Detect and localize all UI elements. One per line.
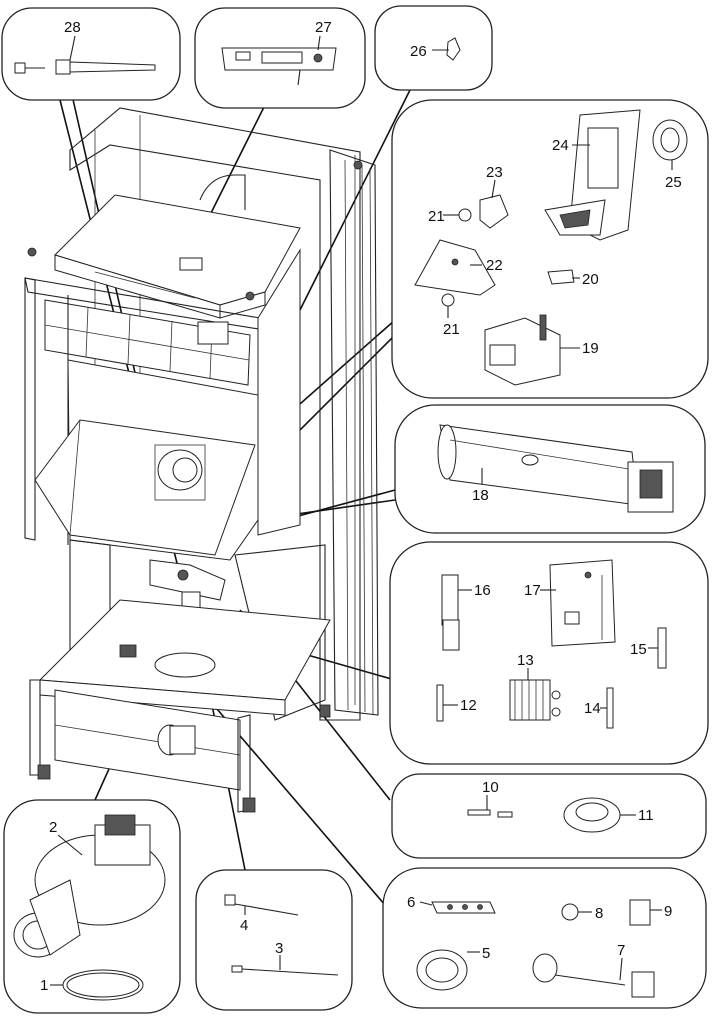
callout-10: 10 — [482, 779, 499, 796]
callout-3: 3 — [275, 940, 283, 957]
callout-19: 19 — [582, 340, 599, 357]
detail-box-5-9: 6 8 9 5 7 — [382, 867, 707, 1009]
callout-9: 9 — [664, 903, 672, 920]
callout-22: 22 — [486, 257, 503, 274]
callout-7: 7 — [617, 942, 625, 959]
callout-17: 17 — [524, 582, 541, 599]
detail-box-10-11: 10 11 — [391, 773, 707, 859]
callout-21a: 21 — [428, 208, 445, 225]
callout-8: 8 — [595, 905, 603, 922]
detail-box-28: 28 — [1, 7, 181, 101]
detail-box-3-4: 4 3 — [195, 869, 353, 1011]
callout-23: 23 — [486, 164, 503, 181]
detail-box-1-2: 2 1 — [3, 799, 181, 1014]
callout-16: 16 — [474, 582, 491, 599]
detail-box-electronics: 16 17 15 13 12 14 — [389, 541, 709, 765]
callout-20: 20 — [582, 271, 599, 288]
callout-12: 12 — [460, 697, 477, 714]
callout-11: 11 — [638, 807, 654, 824]
callout-25: 25 — [665, 174, 682, 191]
callout-28: 28 — [64, 19, 81, 36]
callout-6: 6 — [407, 894, 415, 911]
callout-24: 24 — [552, 137, 569, 154]
callout-14: 14 — [584, 700, 601, 717]
callout-21b: 21 — [443, 321, 460, 338]
callout-2: 2 — [49, 819, 57, 836]
callout-18: 18 — [472, 487, 489, 504]
callout-5: 5 — [482, 945, 490, 962]
main-assembly — [24, 107, 379, 813]
callout-15: 15 — [630, 641, 647, 658]
callout-1: 1 — [40, 977, 48, 994]
callout-26: 26 — [410, 43, 427, 60]
callout-4: 4 — [240, 917, 248, 934]
detail-box-18: 18 — [394, 404, 706, 534]
detail-box-feeder-group: 24 25 23 21 22 21 20 19 — [391, 99, 709, 399]
detail-box-27: 27 — [194, 7, 366, 109]
detail-box-26: 26 — [374, 5, 493, 91]
callout-27: 27 — [315, 19, 332, 36]
callout-13: 13 — [517, 652, 534, 669]
